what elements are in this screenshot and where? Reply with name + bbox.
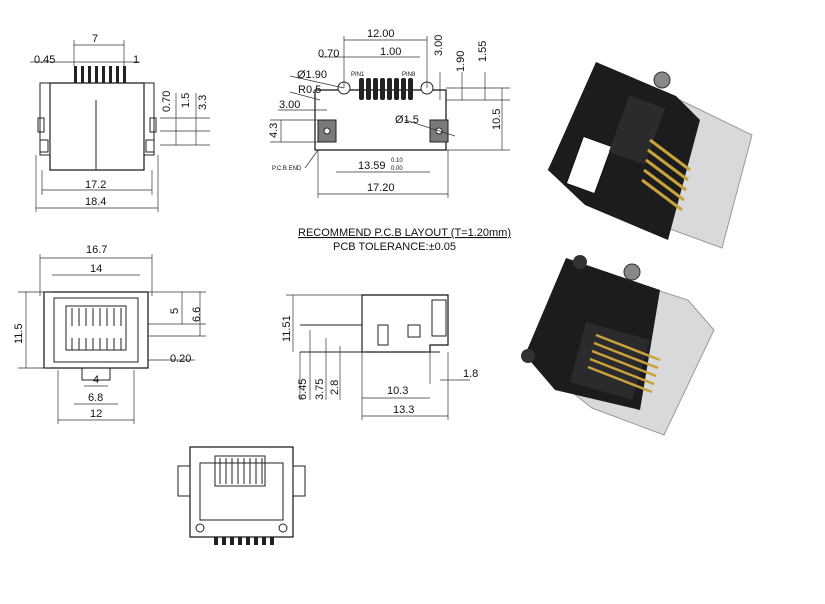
- dim-0-45: 0.45: [34, 54, 55, 66]
- bottom-view-body: [189, 446, 294, 538]
- front-view-body: [43, 291, 149, 369]
- top-view-right-flange: [143, 82, 155, 156]
- pad: [408, 78, 413, 100]
- pad: [387, 78, 392, 100]
- layout-title: RECOMMEND P.C.B LAYOUT (T=1.20mm): [298, 227, 511, 239]
- layout-tolerance: PCB TOLERANCE:±0.05: [333, 241, 456, 253]
- top-view: 0.45 7 1 0.70 1.5 3.3 17.2 18.4: [30, 33, 210, 212]
- dim-18-4: 18.4: [85, 196, 106, 208]
- pcb-pads: [359, 78, 413, 100]
- dim-4: 4: [93, 374, 99, 386]
- dim-17-2: 17.2: [85, 179, 106, 191]
- tol-lower: 0.00: [391, 166, 403, 172]
- pad: [373, 78, 378, 100]
- pin1-label: PIN1: [351, 72, 365, 78]
- dim-0-70: 0.70: [161, 91, 173, 112]
- top-view-body: [49, 82, 145, 171]
- side-view-front: [431, 299, 447, 337]
- dim-14: 14: [90, 263, 102, 275]
- pad: [366, 78, 371, 100]
- pin: [109, 66, 112, 83]
- dim-3-75: 3.75: [314, 379, 326, 400]
- top-view-right-peg: [145, 139, 155, 153]
- dim-12-00: 12.00: [367, 28, 395, 40]
- front-view-port: [65, 305, 127, 351]
- product-photo-top: [547, 62, 753, 249]
- pad: [401, 78, 406, 100]
- front-view-latch: [81, 367, 111, 381]
- bottom-view-port: [214, 455, 266, 487]
- left-hole: [323, 127, 331, 135]
- dim-r0-5: R0.5: [298, 84, 321, 96]
- dim-10-3: 10.3: [387, 385, 408, 397]
- dim-dia-1-90: Ø1.90: [297, 69, 327, 81]
- dim-1-5: 1.5: [180, 93, 192, 108]
- bottom-view-pins: [214, 537, 274, 545]
- top-view-right-tab: [149, 117, 157, 133]
- dim-12: 12: [90, 408, 102, 420]
- pcb-end-label: P.C.B END: [272, 166, 302, 172]
- bottom-view-left-ear: [177, 465, 191, 497]
- dim-1-00: 1.00: [380, 46, 401, 58]
- front-view-shell: [53, 297, 139, 363]
- side-view-body: [361, 294, 449, 353]
- side-view-peg: [377, 324, 389, 346]
- front-view: 16.7 14 11.5 5 6.6 0.20 4 6.8 12: [13, 244, 206, 424]
- bottom-view: [177, 446, 306, 545]
- dim-2-8: 2.8: [329, 380, 341, 395]
- dim-13-3: 13.3: [393, 404, 414, 416]
- dim-1-55: 1.55: [477, 41, 489, 62]
- dim-6-8: 6.8: [88, 392, 103, 404]
- pin: [81, 66, 84, 83]
- side-view-tab: [407, 324, 421, 338]
- pin: [74, 66, 77, 83]
- dim-1-8: 1.8: [463, 368, 478, 380]
- dim-11-5: 11.5: [13, 323, 25, 344]
- top-view-left-flange: [39, 82, 51, 156]
- tol-upper: 0.10: [391, 158, 403, 164]
- dim-1: 1: [133, 54, 139, 66]
- pad: [359, 78, 364, 100]
- dim-0-20: 0.20: [170, 353, 191, 365]
- pin: [88, 66, 91, 83]
- pin: [116, 66, 119, 83]
- side-view: 11.51 6.45 3.75 2.8 10.3 1.8 13.3: [281, 294, 478, 420]
- dim-dia-1-5: Ø1.5: [395, 114, 419, 126]
- dim-6-6: 6.6: [191, 307, 203, 322]
- pad: [394, 78, 399, 100]
- dim-10-5: 10.5: [491, 109, 503, 130]
- top-view-left-peg: [39, 139, 49, 153]
- dim-3-00: 3.00: [279, 99, 300, 111]
- dim-17-20: 17.20: [367, 182, 395, 194]
- bottom-view-right-ear: [292, 465, 306, 497]
- dim-1-90: 1.90: [455, 51, 467, 72]
- dim-7: 7: [92, 33, 98, 45]
- pin8-label: PIN8: [402, 72, 416, 78]
- pin: [95, 66, 98, 83]
- pin: [123, 66, 126, 83]
- dim-0-70: 0.70: [318, 48, 339, 60]
- pcb-layout-view: PIN1 PIN8 12.00 0.70 1.00 3.00 1.90 1.55…: [268, 28, 511, 253]
- dim-3-00-top: 3.00: [433, 35, 445, 56]
- dim-4-3: 4.3: [268, 123, 280, 138]
- dim-5: 5: [169, 308, 181, 314]
- dim-11-51: 11.51: [281, 315, 293, 342]
- dim-16-7: 16.7: [86, 244, 107, 256]
- top-view-left-tab: [37, 117, 45, 133]
- pin: [102, 66, 105, 83]
- product-photo-bottom: [521, 255, 715, 436]
- dim-13-59: 13.59: [358, 160, 386, 172]
- dim-6-45: 6.45: [297, 379, 309, 400]
- dim-3-3: 3.3: [197, 95, 209, 110]
- bottom-view-contacts: [219, 458, 263, 484]
- top-view-pins: [74, 66, 126, 83]
- pad: [380, 78, 385, 100]
- front-view-contacts: [71, 308, 122, 350]
